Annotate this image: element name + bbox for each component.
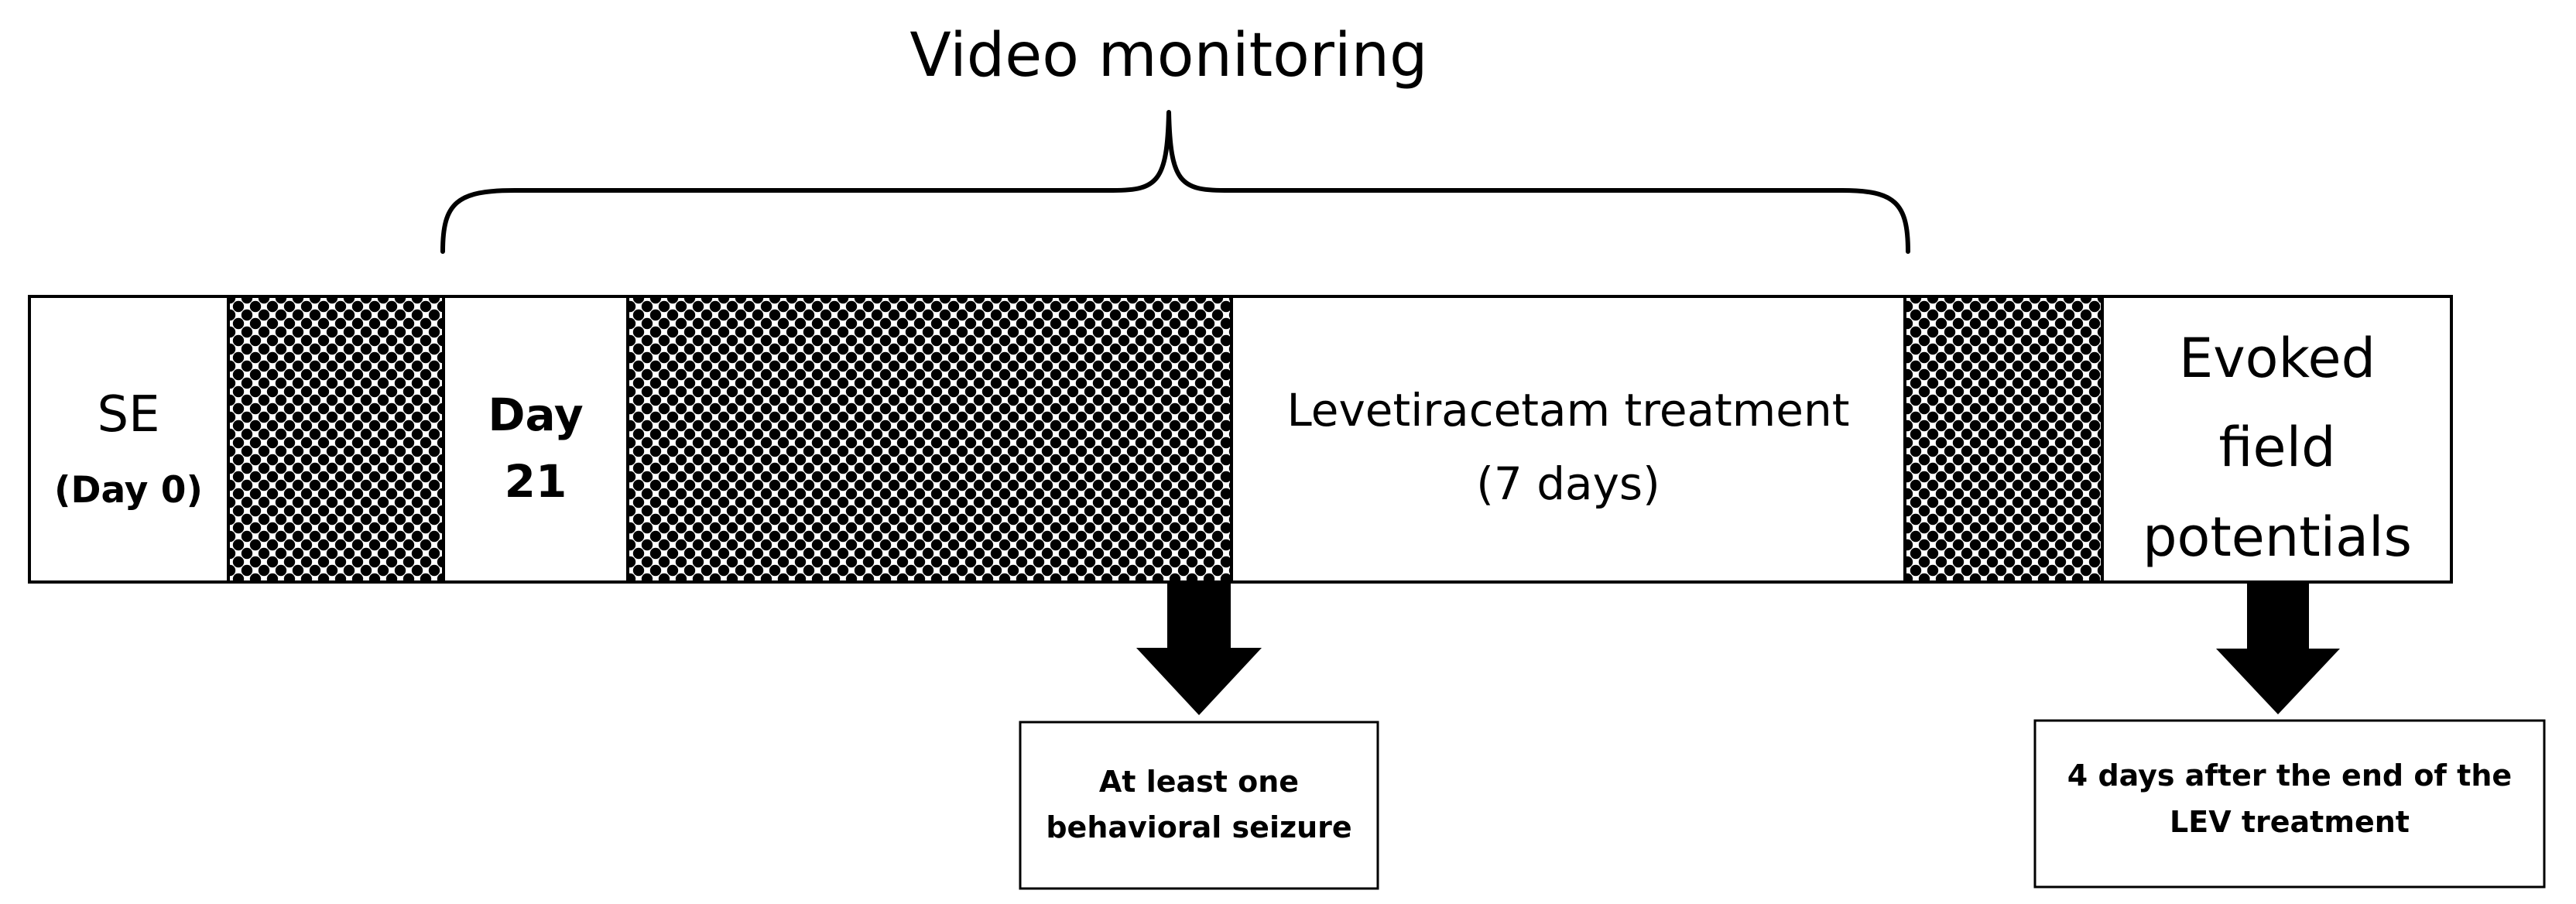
treatment-line1: Levetiracetam treatment (1287, 384, 1850, 437)
segment-treatment (1230, 295, 1906, 584)
evoked-line1: Evoked (2179, 327, 2376, 390)
seizure-callout-line1: At least one (1099, 765, 1299, 799)
segment-gap-1 (227, 295, 445, 584)
day21-line1: Day (488, 389, 583, 441)
segment-evoked (2101, 295, 2453, 584)
seizure-callout-line2: behavioral seizure (1046, 810, 1351, 844)
day21-line2: 21 (505, 455, 567, 508)
segment-gap-3 (1903, 295, 2104, 584)
seizure-arrow-icon (1136, 582, 1262, 715)
evoked-line3: potentials (2143, 505, 2412, 569)
segment-se (28, 295, 230, 584)
after-treatment-callout-line2: LEV treatment (2170, 805, 2410, 839)
se-sublabel: (Day 0) (54, 469, 203, 512)
evoked-line2: field (2218, 416, 2335, 479)
se-label: SE (97, 386, 159, 443)
treatment-line2: (7 days) (1476, 457, 1660, 510)
after-treatment-arrow-icon (2216, 582, 2340, 714)
video-monitoring-title: Video monitoring (909, 21, 1427, 91)
after-treatment-callout-box (2033, 719, 2546, 889)
segment-gap-2 (626, 295, 1233, 584)
segment-day21 (442, 295, 629, 584)
after-treatment-callout-line1: 4 days after the end of the (2067, 758, 2512, 793)
video-monitoring-brace (440, 110, 1910, 254)
seizure-callout-box (1019, 721, 1379, 890)
